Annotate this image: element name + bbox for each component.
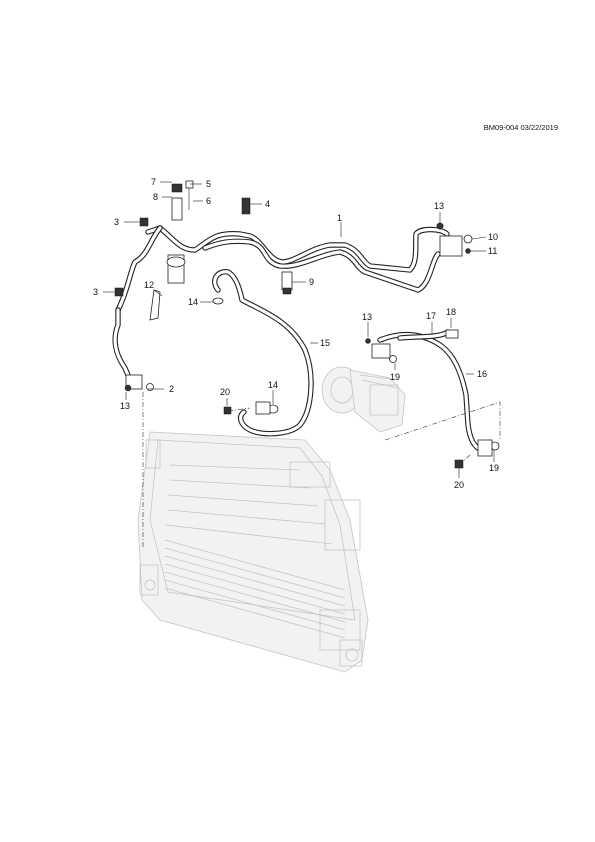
callout-5: 5 [206, 179, 211, 189]
callout-3-lower: 3 [93, 287, 98, 297]
callout-18: 18 [446, 307, 456, 317]
radiator-module [137, 431, 369, 673]
callout-4: 4 [265, 199, 270, 209]
callout-13-center: 13 [362, 312, 372, 322]
ac-compressor [321, 366, 406, 433]
callouts: 1 2 3 3 4 5 6 7 8 9 10 11 12 13 13 13 14… [93, 177, 499, 490]
callout-15: 15 [320, 338, 330, 348]
fittings [114, 180, 500, 469]
callout-20-left: 20 [220, 387, 230, 397]
reference-code: BM09-004 03/22/2019 [484, 123, 558, 132]
callout-12: 12 [144, 280, 154, 290]
callout-20-right: 20 [454, 480, 464, 490]
hose-16 [377, 329, 485, 453]
service-valve [171, 197, 183, 221]
radiator-fins [164, 464, 346, 639]
callout-2: 2 [169, 384, 174, 394]
callout-13-lower-left: 13 [120, 401, 130, 411]
callout-11: 11 [488, 246, 497, 256]
callout-14-upper: 14 [188, 297, 198, 307]
callout-8: 8 [153, 192, 158, 202]
hose-1-main-line [112, 225, 450, 383]
callout-19-center: 19 [390, 372, 400, 382]
callout-6: 6 [206, 196, 211, 206]
callout-3-upper: 3 [114, 217, 119, 227]
callout-14-lower: 14 [268, 380, 278, 390]
callout-1: 1 [337, 213, 342, 223]
callout-13-top-right: 13 [434, 201, 444, 211]
callout-17: 17 [426, 311, 436, 321]
hose-clip [241, 197, 251, 215]
leader-lines [103, 181, 495, 478]
hose-15 [212, 269, 314, 437]
callout-16: 16 [477, 369, 487, 379]
callout-7: 7 [151, 177, 156, 187]
callout-10: 10 [488, 232, 498, 242]
callout-19-lower-right: 19 [489, 463, 499, 473]
callout-9: 9 [309, 277, 314, 287]
